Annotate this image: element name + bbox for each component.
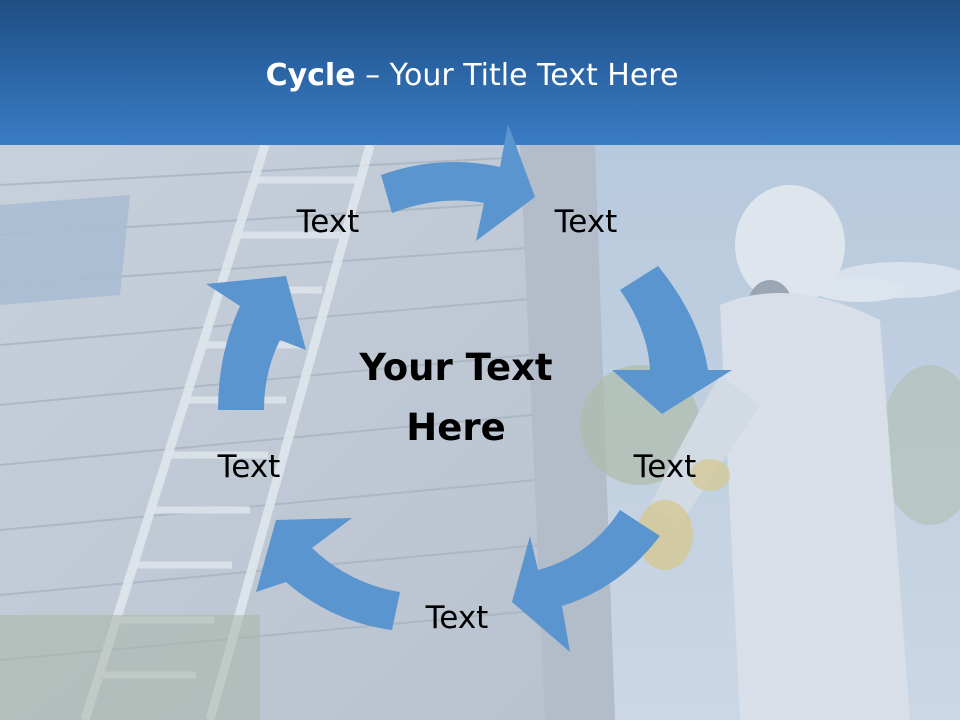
slide-title: Cycle – Your Title Text Here: [0, 52, 944, 100]
title-rest: – Your Title Text Here: [355, 58, 679, 93]
cycle-arrow-bottom-left: [256, 518, 400, 630]
center-text-line1: Your Text: [358, 346, 552, 389]
cycle-arrow-left: [206, 276, 306, 410]
cycle-arrow-right: [612, 266, 732, 414]
cycle-item-3: Text: [633, 449, 697, 485]
cycle-item-4: Text: [425, 600, 489, 636]
cycle-arrow-top: [381, 124, 535, 241]
cycle-item-2: Text: [554, 204, 618, 240]
header-bar: [0, 0, 960, 145]
cycle-item-5: Text: [217, 449, 281, 485]
center-text-line2: Here: [406, 406, 505, 449]
title-bold: Cycle: [265, 58, 356, 93]
cycle-item-1: Text: [296, 204, 360, 240]
cycle-arrow-bottom-right: [512, 510, 660, 652]
